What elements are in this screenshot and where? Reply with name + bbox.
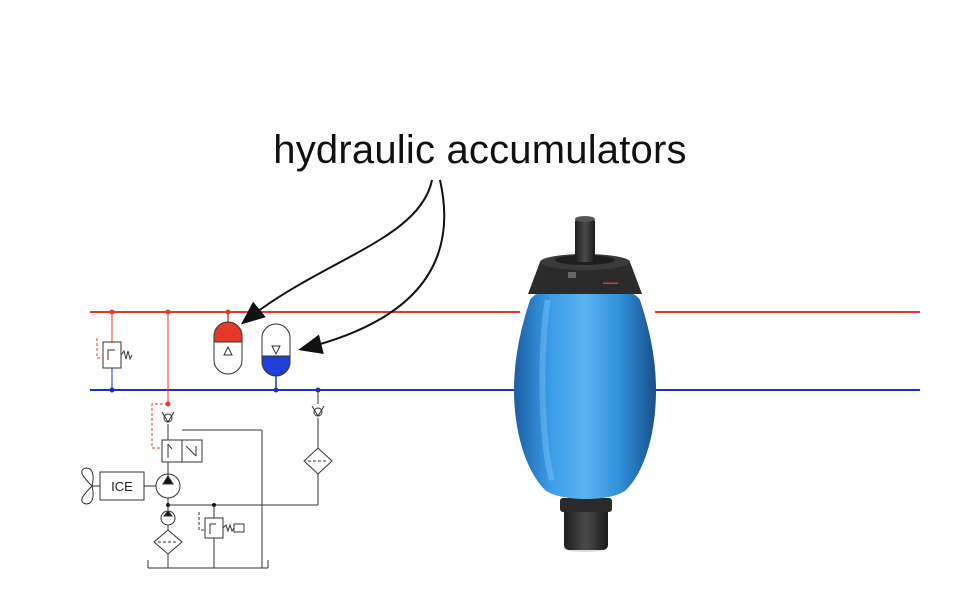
accumulator-symbol-low (261, 322, 291, 390)
lower-hydraulic-circuit (81, 312, 333, 569)
accumulator-brand-mark: ▬▬▬ (603, 280, 618, 286)
relief-valve-symbol (96, 312, 133, 390)
directional-valve-symbol (161, 439, 203, 463)
bladder-accumulator-photo: ▬▬▬ (514, 216, 656, 552)
arrow-to-high-accumulator (240, 179, 433, 325)
filter-symbol-lower (153, 529, 183, 555)
motor-symbol (160, 510, 176, 526)
pump-symbol (155, 473, 181, 499)
check-valve-symbol-right (311, 405, 325, 417)
engine-box (99, 471, 145, 501)
diagram-title: hydraulic accumulators (273, 128, 687, 172)
propeller-symbol (81, 467, 100, 505)
junction-dots (109, 309, 321, 393)
engine-label: ICE (111, 479, 133, 494)
relief-valve-symbol-lower (198, 505, 245, 568)
accumulator-symbol-high (213, 312, 243, 375)
filter-symbol-right (303, 447, 333, 475)
check-valve-symbol (161, 411, 175, 423)
annotation-arrows (240, 179, 446, 354)
arrow-to-low-accumulator (298, 179, 446, 354)
